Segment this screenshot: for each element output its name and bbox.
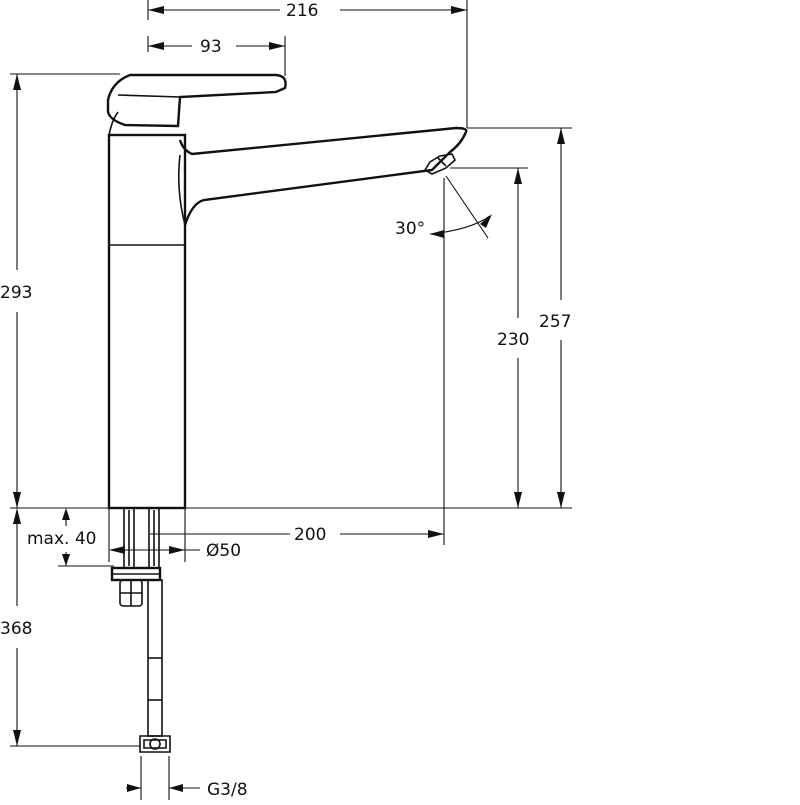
dimension-lines <box>10 0 572 800</box>
dim-overall-width: 216 <box>286 1 318 21</box>
dimension-labels: 216 93 293 257 230 200 Ø50 max. 40 368 G… <box>0 1 571 800</box>
dim-connection-thread: G3/8 <box>207 780 248 800</box>
dim-max-deck-thickness: max. 40 <box>27 529 96 549</box>
faucet-body <box>107 133 187 510</box>
dim-outlet-height: 230 <box>497 330 529 350</box>
faucet-outline <box>106 73 468 510</box>
lever-handle <box>106 73 287 128</box>
dim-total-height: 293 <box>0 283 32 303</box>
spout <box>178 126 468 226</box>
dim-spout-height: 257 <box>539 312 571 332</box>
mounting-assembly <box>110 507 171 753</box>
dim-spout-projection: 200 <box>294 525 326 545</box>
aerator <box>423 153 456 175</box>
dim-hose-length: 368 <box>0 619 32 639</box>
dim-body-diameter: Ø50 <box>206 541 241 561</box>
dim-swivel-angle: 30° <box>395 219 425 239</box>
dim-lever-reach: 93 <box>200 37 222 57</box>
